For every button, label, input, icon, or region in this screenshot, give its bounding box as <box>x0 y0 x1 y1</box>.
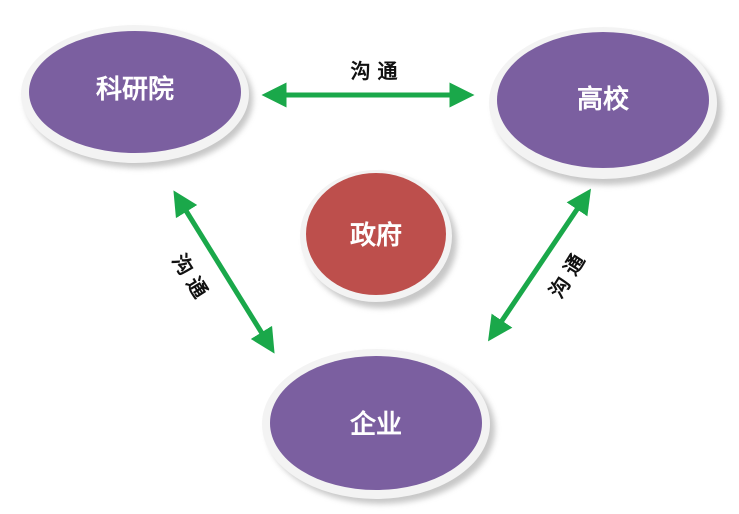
node-university: 高校 <box>489 27 722 185</box>
arrow-university-enterprise <box>488 188 591 342</box>
edge-research-university: 沟 通 <box>261 59 475 108</box>
node-enterprise: 企业 <box>262 349 495 504</box>
node-enterprise-fill <box>270 356 482 490</box>
node-enterprise-label: 企业 <box>350 409 402 440</box>
node-government-fill <box>306 173 446 295</box>
edge-label-research-enterprise: 沟 通 <box>167 250 212 303</box>
node-government: 政府 <box>300 170 457 308</box>
edge-label-university-enterprise: 沟 通 <box>544 250 589 303</box>
node-research: 科研院 <box>21 25 253 168</box>
node-university-fill <box>497 32 709 168</box>
edge-research-enterprise: 沟 通 <box>167 190 275 354</box>
node-research-label: 科研院 <box>96 74 174 105</box>
edge-label-research-university: 沟 通 <box>351 59 398 83</box>
edge-university-enterprise: 沟 通 <box>488 188 591 342</box>
node-university-label: 高校 <box>577 84 630 115</box>
node-research-fill <box>29 31 241 153</box>
arrow-research-enterprise <box>173 190 275 354</box>
node-government-label: 政府 <box>350 220 402 251</box>
